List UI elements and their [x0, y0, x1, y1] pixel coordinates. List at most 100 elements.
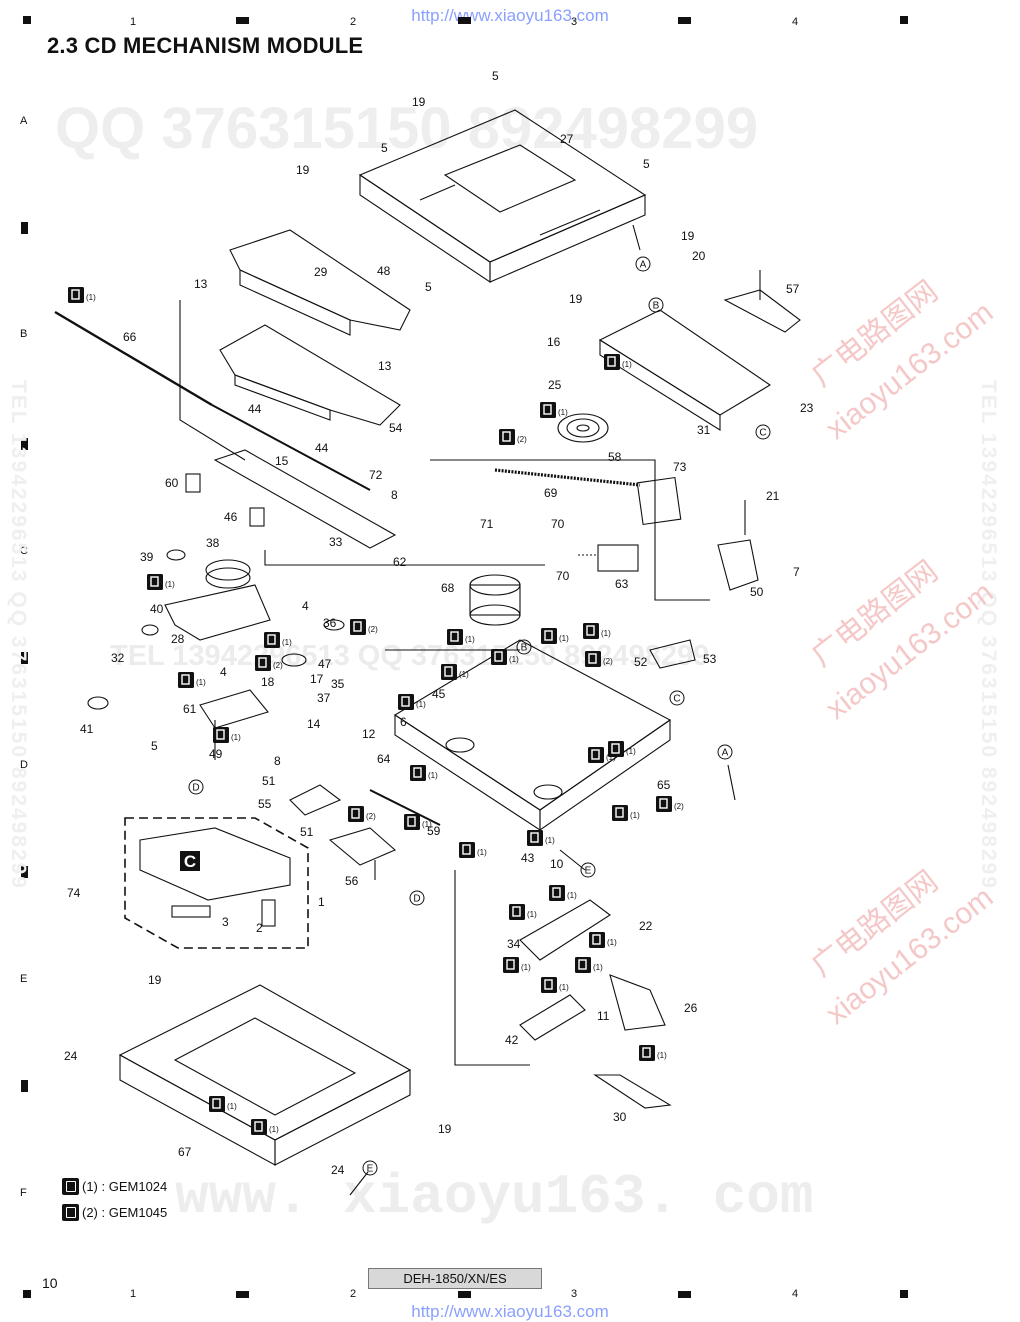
part-39-gear — [166, 549, 186, 561]
callout-70: 70 — [556, 569, 570, 583]
part-27-top-frame — [358, 109, 647, 263]
callout-67: 67 — [178, 1145, 192, 1159]
callout-19: 19 — [296, 163, 310, 177]
ruler-mark — [458, 17, 471, 24]
grease-mark-label: (1) — [428, 771, 438, 780]
grease-mark-label: (1) — [282, 638, 292, 647]
part-57-lever — [723, 289, 801, 333]
part-29-bracket — [229, 229, 411, 331]
grease-mark-label: (2) — [517, 435, 527, 444]
part-34-slider — [519, 899, 611, 961]
ref-mark-c-ring — [755, 424, 771, 440]
part-26-lever — [609, 974, 666, 1031]
part-69-screw-shaft — [494, 468, 641, 487]
ref-mark-d-ring — [409, 890, 425, 906]
part-41-gear — [87, 696, 109, 710]
row-label-a: A — [20, 115, 28, 127]
callout-11: 11 — [597, 1009, 610, 1023]
grease-mark-label: (2) — [674, 802, 684, 811]
column-label-3-bottom: 3 — [571, 1288, 578, 1300]
ref-mark-a: A — [640, 260, 647, 271]
ref-mark-e-ring — [362, 1160, 378, 1176]
ruler-mark — [21, 222, 28, 234]
grease-mark-label: (1) — [626, 747, 636, 756]
callout-52: 52 — [634, 655, 648, 669]
part-50-bracket — [717, 539, 759, 591]
column-label-4: 4 — [792, 16, 799, 28]
grease-mark-label: (2) — [273, 661, 283, 670]
callout-23: 23 — [800, 401, 814, 415]
callout-71: 71 — [480, 517, 494, 531]
model-number: DEH-1850/XN/ES — [368, 1268, 542, 1289]
watermark-tel-right: TEL 13942296513 QQ 376315150 892498299 — [977, 380, 1000, 890]
part-30-bar — [593, 1074, 672, 1109]
callout-13: 13 — [194, 277, 208, 291]
footer-url[interactable]: http://www.xiaoyu163.com — [411, 1302, 609, 1321]
ref-mark-d: D — [413, 894, 420, 905]
ruler-mark — [678, 17, 691, 24]
ref-mark-e: E — [367, 1164, 374, 1175]
grease-mark-label: (1) — [622, 360, 632, 369]
callout-51: 51 — [262, 774, 276, 788]
page-title: 2.3 CD MECHANISM MODULE — [47, 33, 364, 58]
callout-19: 19 — [412, 95, 426, 109]
part-61-lever — [199, 689, 269, 729]
callout-32: 32 — [111, 651, 125, 665]
grease-mark-label: (1) — [521, 963, 531, 972]
callout-57: 57 — [786, 282, 800, 296]
callout-58: 58 — [608, 450, 622, 464]
part-58-gear — [557, 413, 609, 443]
ruler-mark — [458, 1291, 471, 1298]
callout-60: 60 — [165, 476, 179, 490]
grease-mark-label: (1) — [657, 1051, 667, 1060]
callout-6: 6 — [400, 715, 407, 729]
part-63-motor — [597, 544, 639, 572]
column-label-1: 1 — [130, 16, 137, 28]
row-label-e: E — [20, 973, 28, 985]
callout-62: 62 — [393, 555, 407, 569]
callout-13: 13 — [378, 359, 392, 373]
ref-mark-a-ring — [635, 256, 651, 272]
ruler-mark — [900, 16, 908, 24]
grease-mark-label: (1) — [558, 408, 568, 417]
part-36-gear — [323, 619, 345, 631]
part-56-bracket — [328, 827, 397, 866]
grease-mark-label: (2) — [366, 812, 376, 821]
callout-8: 8 — [391, 488, 398, 502]
callout-4: 4 — [302, 599, 309, 613]
callout-19: 19 — [438, 1122, 452, 1136]
part-3-connector — [171, 905, 211, 918]
grease-mark-label: (1) — [545, 836, 555, 845]
grease-mark-label: (1) — [567, 891, 577, 900]
part-42-rack — [519, 994, 586, 1041]
grease-mark-label: (1) — [527, 910, 537, 919]
legend-row-2: (2) : GEM1045 — [62, 1204, 167, 1221]
part-64-lever — [369, 789, 441, 826]
ref-mark-b: B — [521, 643, 528, 654]
callout-31: 31 — [697, 423, 711, 437]
grease-mark-label: (1) — [630, 811, 640, 820]
ref-mark-c: C — [759, 428, 766, 439]
watermark-qq: QQ 376315150 892498299 — [55, 96, 759, 161]
callout-59: 59 — [427, 824, 441, 838]
ruler-mark — [21, 438, 28, 450]
grease-mark-label: (1) — [422, 820, 432, 829]
row-label-d: D — [20, 759, 28, 771]
callout-50: 50 — [750, 585, 764, 599]
callout-2: 2 — [256, 921, 263, 935]
part-28-plate — [164, 584, 271, 641]
part-33-bracket — [213, 449, 397, 549]
column-label-2: 2 — [350, 16, 357, 28]
grease-mark-label: (1) — [196, 678, 206, 687]
callout-27: 27 — [560, 132, 574, 146]
part-67-bottom-frame — [118, 984, 412, 1141]
callout-14: 14 — [307, 717, 321, 731]
callout-46: 46 — [224, 510, 238, 524]
grease-mark-label: (1) — [416, 700, 426, 709]
subassembly-c-label: C — [184, 852, 196, 871]
grease-mark-label: (1) — [231, 733, 241, 742]
column-label-2-bottom: 2 — [350, 1288, 357, 1300]
page-number: 10 — [42, 1275, 58, 1291]
part-2-connector — [261, 899, 276, 927]
